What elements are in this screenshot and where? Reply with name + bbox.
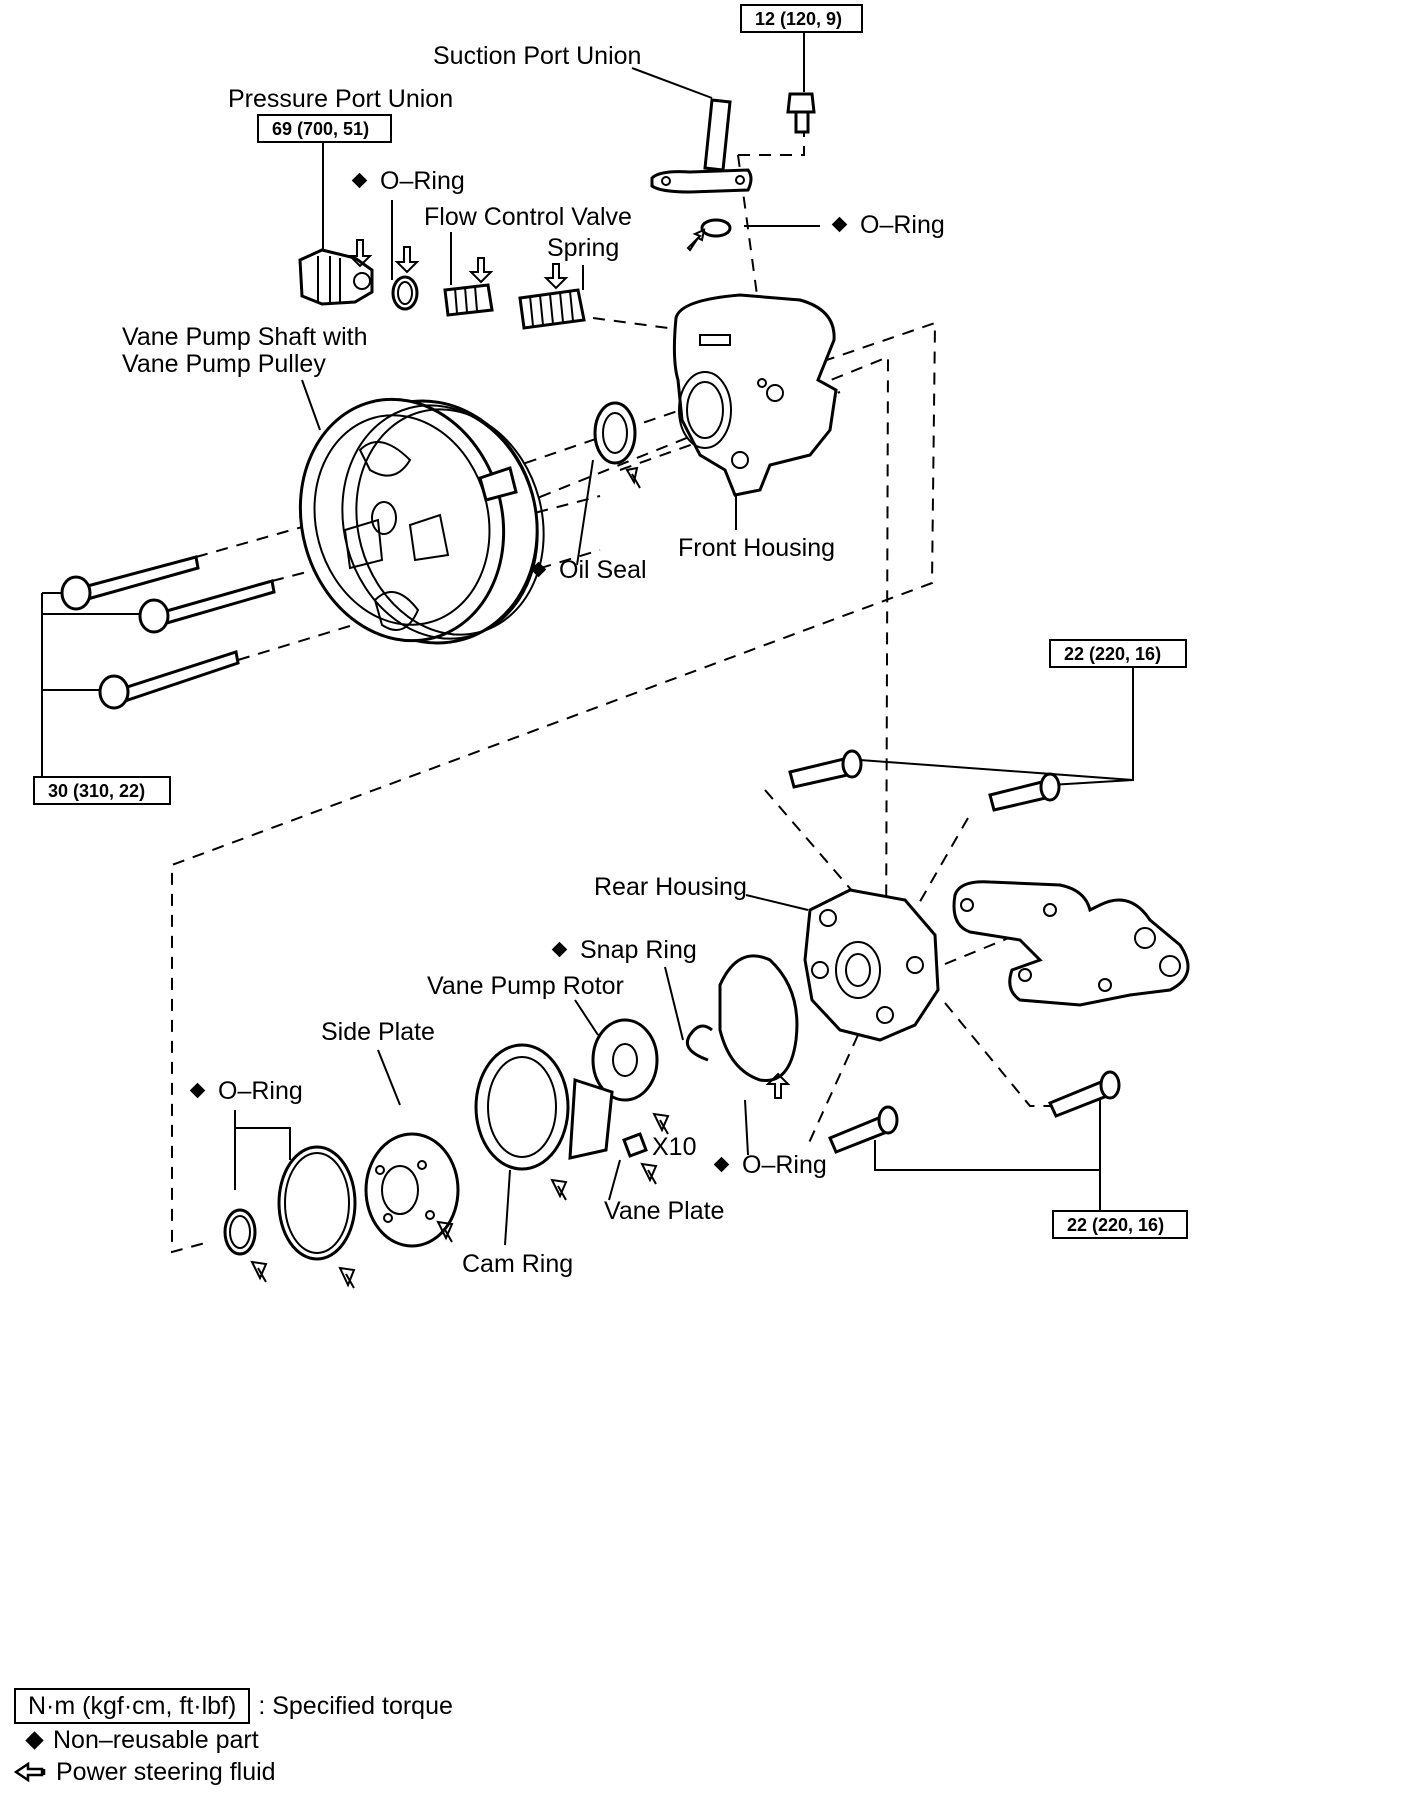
torque-value: 30 (310, 22) xyxy=(48,781,145,801)
label-oil-seal: Oil Seal xyxy=(559,556,647,584)
spring-part xyxy=(518,288,586,330)
label-rear-housing: Rear Housing xyxy=(594,873,747,901)
legend-non-reusable-row: Non–reusable part xyxy=(14,1724,453,1756)
torque-box-bracket-bolts-upper: 22 (220, 16) xyxy=(1049,639,1187,668)
legend-fluid-text: Power steering fluid xyxy=(56,1758,276,1786)
suction-port-union-part xyxy=(650,98,753,194)
non-reusable-diamond-icon xyxy=(831,216,848,233)
non-reusable-diamond-icon xyxy=(351,172,368,189)
vane-plate-part xyxy=(622,1132,648,1158)
label-x10: X10 xyxy=(652,1133,696,1161)
non-reusable-diamond-icon xyxy=(530,561,547,578)
o-ring-large-right-part xyxy=(718,954,799,1082)
torque-box-pressure-port-union: 69 (700, 51) xyxy=(257,114,392,143)
o-ring-small-inner xyxy=(397,281,413,305)
flow-control-valve-part xyxy=(443,283,494,317)
diamond-icon xyxy=(25,1730,44,1750)
torque-value: 22 (220, 16) xyxy=(1064,644,1161,664)
front-housing-bolts-part xyxy=(60,555,276,710)
vane-pump-pulley-part xyxy=(298,397,545,645)
label-snap-ring: Snap Ring xyxy=(580,936,697,964)
pump-bracket-part xyxy=(952,880,1190,1007)
label-o-ring-top-right: O–Ring xyxy=(860,211,945,239)
torque-box-frame xyxy=(1052,1210,1188,1239)
label-vane-pump-rotor: Vane Pump Rotor xyxy=(427,972,624,1000)
union-bolt-part xyxy=(786,92,816,134)
label-o-ring-bottom-left: O–Ring xyxy=(218,1077,303,1105)
torque-box-frame xyxy=(740,4,863,33)
pressure-port-union-part xyxy=(298,248,374,306)
torque-value: 12 (120, 9) xyxy=(755,9,842,29)
snap-ring-part xyxy=(685,1024,713,1062)
torque-box-frame xyxy=(33,776,171,805)
fluid-arrow-icon xyxy=(14,1762,46,1782)
non-reusable-diamond-icon xyxy=(551,941,568,958)
label-front-housing: Front Housing xyxy=(678,534,835,562)
o-ring-bottom-parts xyxy=(223,1145,357,1261)
torque-box-frame xyxy=(1049,639,1187,668)
label-flow-control-valve: Flow Control Valve xyxy=(424,203,632,231)
side-plate-part xyxy=(364,1132,460,1248)
torque-box-front-housing-bolts: 30 (310, 22) xyxy=(33,776,171,805)
torque-value: 69 (700, 51) xyxy=(272,119,369,139)
non-reusable-diamond-icon xyxy=(189,1082,206,1099)
oil-seal-part xyxy=(593,401,637,465)
torque-box-suction-union-bolt: 12 (120, 9) xyxy=(740,4,863,33)
o-ring-suction-part xyxy=(700,218,732,238)
vane-pump-rotor-part xyxy=(591,1018,659,1102)
label-pressure-port-union: Pressure Port Union xyxy=(228,85,453,113)
label-vane-pump-shaft-2: Vane Pump Pulley xyxy=(122,350,326,378)
fluid-arrow-icons xyxy=(250,228,791,1289)
label-cam-ring: Cam Ring xyxy=(462,1250,573,1278)
leader-lines xyxy=(41,33,1134,1246)
legend-non-reusable-text: Non–reusable part xyxy=(53,1726,259,1754)
torque-box-frame xyxy=(257,114,392,143)
legend-fluid-row: Power steering fluid xyxy=(14,1756,453,1788)
legend-torque-desc: : Specified torque xyxy=(258,1692,453,1720)
label-vane-plate: Vane Plate xyxy=(604,1197,724,1225)
label-side-plate: Side Plate xyxy=(321,1018,435,1046)
bracket-bolts-part xyxy=(788,749,1121,1154)
front-housing-part xyxy=(672,293,838,497)
label-o-ring-bottom-right: O–Ring xyxy=(742,1151,827,1179)
non-reusable-diamond-icon xyxy=(713,1156,730,1173)
legend-torque-row: N·m (kgf·cm, ft·lbf) : Specified torque xyxy=(14,1688,453,1724)
rear-housing-part xyxy=(803,888,940,1042)
label-vane-pump-shaft-1: Vane Pump Shaft with xyxy=(122,323,368,351)
cam-ring-part xyxy=(474,1043,614,1171)
torque-box-bracket-bolts-lower: 22 (220, 16) xyxy=(1052,1210,1188,1239)
legend: N·m (kgf·cm, ft·lbf) : Specified torque … xyxy=(14,1688,453,1788)
torque-spec-boxes: 12 (120, 9) 69 (700, 51) 30 (310, 22) 22 (2… xyxy=(33,4,1188,1239)
o-ring-small-part xyxy=(391,275,419,311)
torque-value: 22 (220, 16) xyxy=(1067,1215,1164,1235)
label-spring: Spring xyxy=(547,234,619,262)
label-suction-port-union: Suction Port Union xyxy=(433,42,641,70)
label-o-ring-top-left: O–Ring xyxy=(380,167,465,195)
legend-torque-unit: N·m (kgf·cm, ft·lbf) xyxy=(14,1688,251,1724)
